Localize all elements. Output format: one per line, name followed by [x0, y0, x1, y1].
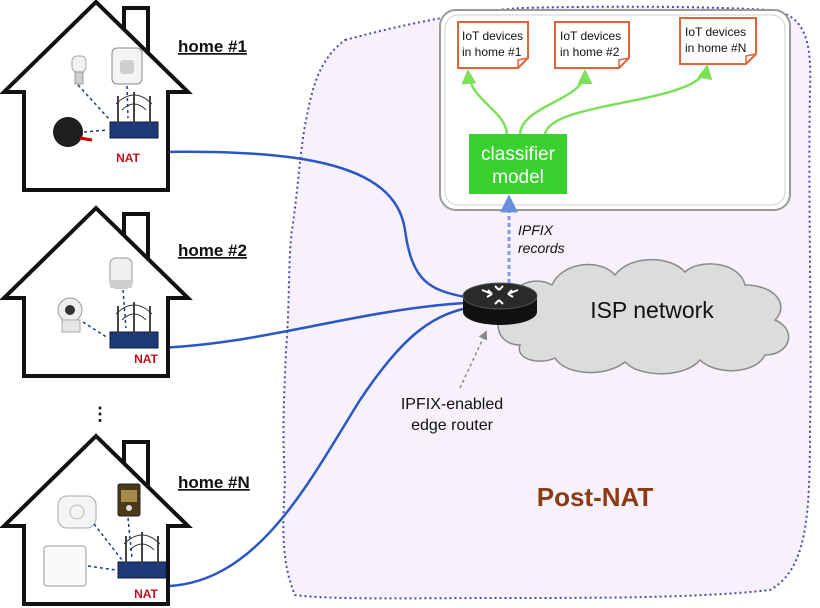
- nat-label-home-1: NAT: [116, 151, 140, 165]
- more-homes-ellipsis: ⋮: [91, 404, 109, 424]
- iot-box-n-line2: in home #N: [685, 41, 746, 55]
- wifi-router-icon-home-1: [109, 92, 159, 139]
- wifi-router-icon-home-2: [109, 302, 159, 349]
- arrow-to-iot-n: [543, 64, 713, 135]
- ipfix-records-line1: IPFIX: [518, 222, 554, 238]
- house-home-2: [0, 205, 193, 378]
- video-doorbell-icon: [117, 483, 141, 517]
- edge-router-line2: edge router: [411, 417, 494, 434]
- classifier-line2: model: [492, 167, 544, 188]
- house-home-1: [0, 0, 193, 192]
- home-n-label: home #N: [178, 473, 250, 492]
- link-home-n: [169, 306, 469, 588]
- home-2-label: home #2: [178, 241, 247, 260]
- router-pointer-arrow: [459, 330, 488, 389]
- edge-router-icon: [462, 282, 538, 325]
- iot-box-2-line2: in home #2: [560, 45, 620, 59]
- chromecast-icon: [53, 117, 93, 147]
- isp-network-label: ISP network: [590, 297, 714, 323]
- isp-network-cloud: [497, 258, 790, 375]
- home-1-label: home #1: [178, 37, 247, 56]
- iot-box-1-line1: IoT devices: [462, 29, 523, 43]
- arrow-to-iot-2: [518, 69, 593, 135]
- wifi-router-icon-home-n: [117, 532, 167, 579]
- smart-scale-icon: [43, 545, 87, 587]
- smart-plug-icon: [111, 47, 143, 85]
- classifier-model-box: [469, 134, 567, 194]
- security-camera-icon: [57, 297, 83, 333]
- arrow-to-iot-1: [461, 69, 509, 135]
- link-home-2: [154, 301, 466, 350]
- iot-box-2-line1: IoT devices: [560, 29, 621, 43]
- iot-box-1-line2: in home #1: [462, 45, 522, 59]
- link-home-1: [154, 150, 466, 299]
- nat-label-home-n: NAT: [134, 587, 158, 601]
- iot-box-home-1: IoT devices in home #1: [457, 21, 529, 69]
- smart-bulb-icon: [71, 55, 87, 85]
- edge-router-line1: IPFIX-enabled: [401, 396, 503, 413]
- classifier-line1: classifier: [481, 144, 556, 165]
- smoke-detector-icon: [57, 495, 97, 529]
- iot-box-home-n: IoT devices in home #N: [679, 17, 757, 65]
- ipfix-records-line2: records: [518, 240, 565, 256]
- iot-box-n-line1: IoT devices: [685, 25, 746, 39]
- iot-box-home-2: IoT devices in home #2: [554, 21, 630, 69]
- post-nat-label: Post-NAT: [537, 482, 654, 512]
- smart-speaker-icon: [109, 257, 133, 289]
- nat-label-home-2: NAT: [134, 352, 158, 366]
